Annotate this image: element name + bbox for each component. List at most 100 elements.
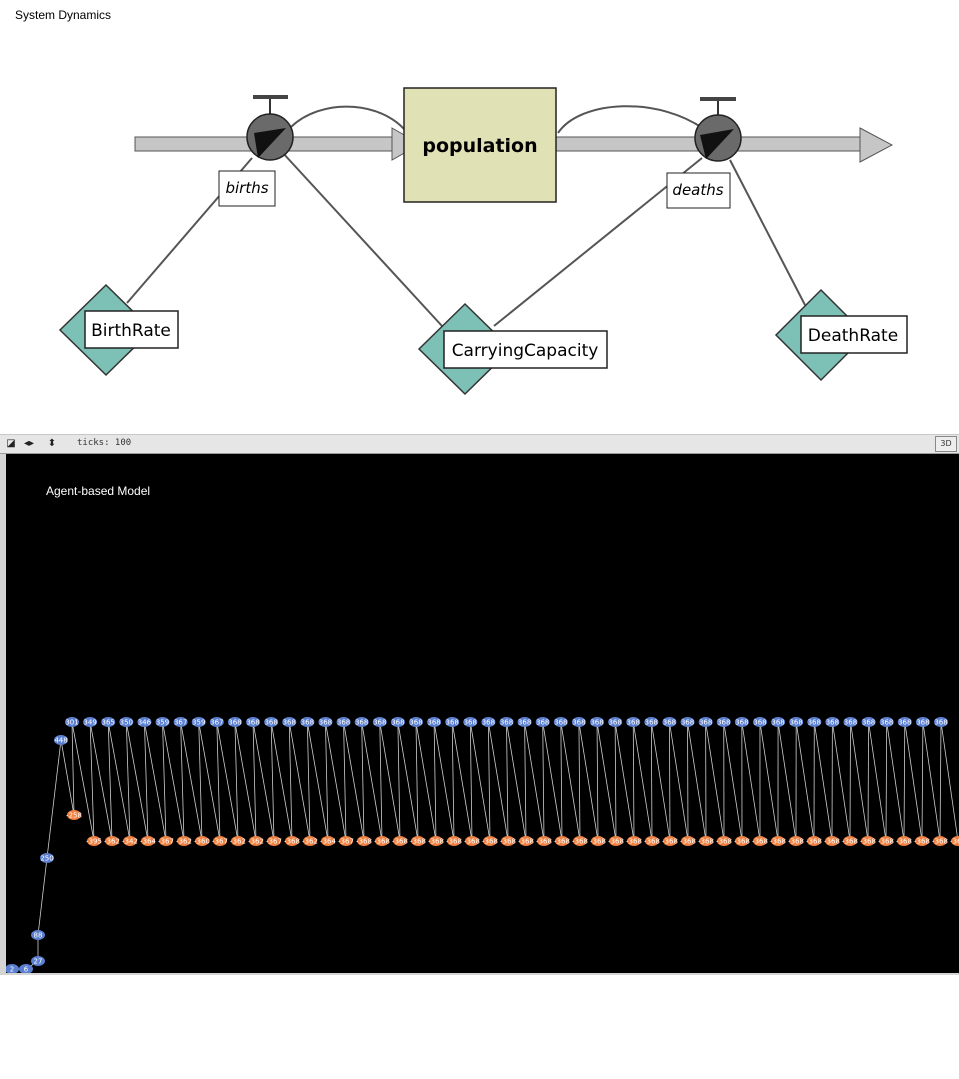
- agent-node[interactable]: [282, 717, 297, 727]
- agent-node[interactable]: [19, 964, 33, 973]
- agent-node[interactable]: [465, 836, 479, 846]
- agent-node[interactable]: [264, 717, 279, 727]
- agent-node[interactable]: [861, 836, 875, 846]
- agent-node[interactable]: [67, 810, 81, 820]
- agent-node[interactable]: [445, 717, 460, 727]
- agent-node[interactable]: [141, 836, 155, 846]
- agent-node[interactable]: [6, 964, 19, 973]
- agent-node[interactable]: [209, 717, 224, 727]
- agent-node[interactable]: [357, 836, 371, 846]
- agent-node[interactable]: [897, 717, 912, 727]
- agent-node[interactable]: [609, 836, 623, 846]
- agent-node[interactable]: [861, 717, 876, 727]
- agent-node[interactable]: [843, 836, 857, 846]
- agent-node[interactable]: [571, 717, 586, 727]
- agent-node[interactable]: [195, 836, 209, 846]
- agent-node[interactable]: [752, 717, 767, 727]
- carrying-capacity-variable[interactable]: CarryingCapacity: [417, 302, 608, 396]
- agent-node[interactable]: [681, 836, 695, 846]
- agent-node[interactable]: [915, 717, 930, 727]
- agent-node[interactable]: [429, 836, 443, 846]
- agent-node[interactable]: [119, 717, 134, 727]
- agent-node[interactable]: [573, 836, 587, 846]
- agent-node[interactable]: [789, 836, 803, 846]
- agent-node[interactable]: [427, 717, 442, 727]
- agent-node[interactable]: [717, 836, 731, 846]
- agent-node[interactable]: [246, 717, 261, 727]
- deaths-box[interactable]: [666, 172, 731, 209]
- agent-node[interactable]: [447, 836, 461, 846]
- agent-node[interactable]: [789, 717, 804, 727]
- agent-node[interactable]: [591, 836, 605, 846]
- agent-node[interactable]: [321, 836, 335, 846]
- agent-node[interactable]: [300, 717, 315, 727]
- agent-node[interactable]: [101, 717, 116, 727]
- agent-node[interactable]: [735, 836, 749, 846]
- agent-node[interactable]: [483, 836, 497, 846]
- agent-node[interactable]: [227, 717, 242, 727]
- agent-node[interactable]: [771, 836, 785, 846]
- agent-node[interactable]: [65, 717, 79, 727]
- agent-node[interactable]: [481, 717, 496, 727]
- agent-node[interactable]: [734, 717, 749, 727]
- agent-node[interactable]: [879, 717, 894, 727]
- agent-node[interactable]: [40, 853, 54, 863]
- agent-node[interactable]: [933, 836, 947, 846]
- agent-node[interactable]: [87, 836, 101, 846]
- agent-node[interactable]: [553, 717, 568, 727]
- agent-node[interactable]: [191, 717, 206, 727]
- agent-node[interactable]: [375, 836, 389, 846]
- agent-node[interactable]: [267, 836, 281, 846]
- agent-node[interactable]: [408, 717, 423, 727]
- agent-node[interactable]: [663, 836, 677, 846]
- agent-node[interactable]: [137, 717, 152, 727]
- births-valve[interactable]: [246, 95, 294, 161]
- agent-node[interactable]: [499, 717, 514, 727]
- agent-node[interactable]: [31, 930, 45, 940]
- agent-node[interactable]: [54, 735, 68, 745]
- births-box[interactable]: [218, 170, 276, 207]
- agent-node[interactable]: [501, 836, 515, 846]
- agent-node[interactable]: [105, 836, 119, 846]
- agent-node[interactable]: [390, 717, 405, 727]
- agent-node[interactable]: [177, 836, 191, 846]
- agent-node[interactable]: [354, 717, 369, 727]
- agent-node[interactable]: [716, 717, 731, 727]
- deathrate-variable[interactable]: DeathRate: [774, 288, 908, 382]
- agent-node[interactable]: [123, 836, 137, 846]
- agent-node[interactable]: [173, 717, 188, 727]
- agent-node[interactable]: [626, 717, 641, 727]
- agent-node[interactable]: [698, 717, 713, 727]
- agent-node[interactable]: [771, 717, 786, 727]
- agent-node[interactable]: [213, 836, 227, 846]
- agent-node[interactable]: [336, 717, 351, 727]
- agent-node[interactable]: [231, 836, 245, 846]
- view-size-icon[interactable]: ◪: [6, 438, 16, 449]
- agent-node[interactable]: [843, 717, 858, 727]
- agent-node[interactable]: [897, 836, 911, 846]
- agent-node[interactable]: [463, 717, 478, 727]
- agent-node[interactable]: [807, 836, 821, 846]
- updown-icon[interactable]: ⬍: [47, 438, 57, 449]
- agent-node[interactable]: [680, 717, 695, 727]
- agent-node[interactable]: [537, 836, 551, 846]
- agent-node[interactable]: [825, 717, 840, 727]
- agent-node[interactable]: [535, 717, 550, 727]
- agent-node[interactable]: [339, 836, 353, 846]
- agent-node[interactable]: [627, 836, 641, 846]
- agent-node[interactable]: [249, 836, 263, 846]
- agent-node[interactable]: [285, 836, 299, 846]
- agent-node[interactable]: [879, 836, 893, 846]
- agent-node[interactable]: [699, 836, 713, 846]
- agent-node[interactable]: [155, 717, 170, 727]
- agent-node[interactable]: [303, 836, 317, 846]
- agent-node[interactable]: [393, 836, 407, 846]
- agent-node[interactable]: [519, 836, 533, 846]
- agent-node[interactable]: [372, 717, 387, 727]
- population-stock[interactable]: [403, 87, 557, 203]
- agent-node[interactable]: [934, 717, 948, 727]
- agent-node[interactable]: [31, 956, 45, 966]
- agent-node[interactable]: [83, 717, 98, 727]
- agent-node[interactable]: [915, 836, 929, 846]
